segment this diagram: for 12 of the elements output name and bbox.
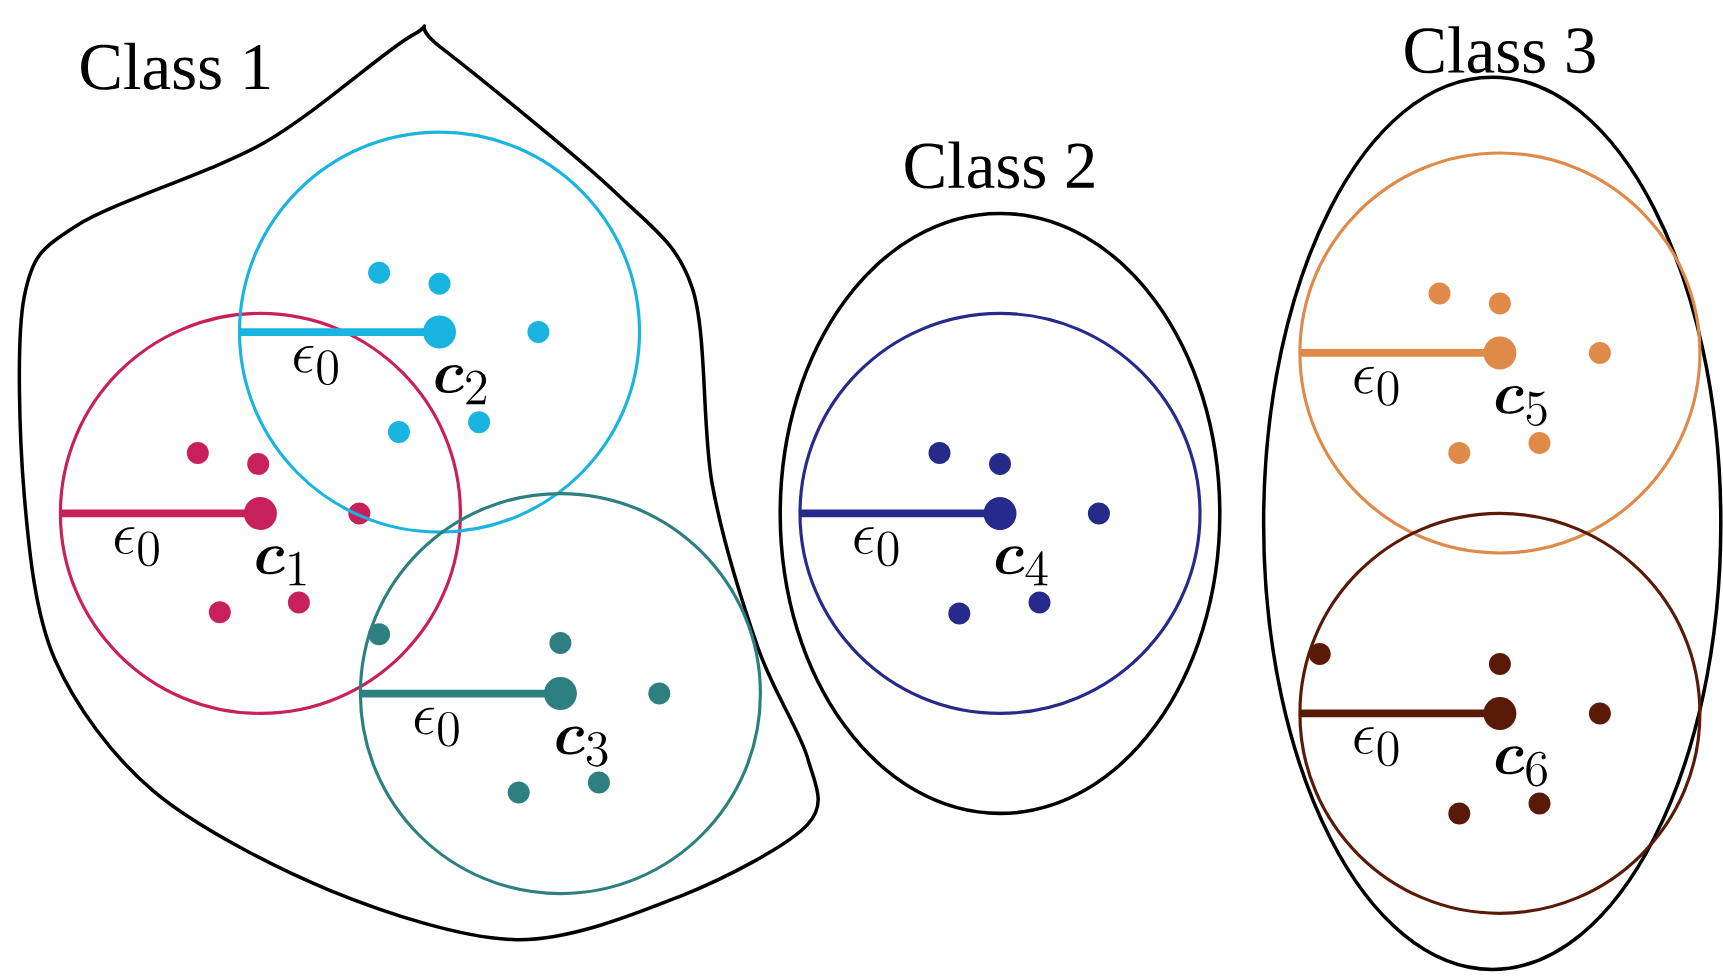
radius-label: $\epsilon_0$ bbox=[114, 527, 159, 567]
center-label: $\boldsymbol{c}_2$ bbox=[435, 365, 487, 405]
radius-label: $\epsilon_0$ bbox=[294, 346, 338, 385]
radius-label: $\epsilon_0$ bbox=[414, 707, 459, 747]
radius-label: $\epsilon_0$ bbox=[1354, 727, 1399, 767]
center-label: $\boldsymbol{c}_3$ bbox=[556, 726, 608, 767]
center-label: $\boldsymbol{c}_1$ bbox=[256, 546, 306, 586]
radius-label: $\epsilon_0$ bbox=[1354, 366, 1399, 406]
center-label: $\boldsymbol{c}_5$ bbox=[1495, 385, 1547, 427]
center-label: $\boldsymbol{c}_6$ bbox=[1495, 746, 1547, 787]
center-label: $\boldsymbol{c}_4$ bbox=[995, 546, 1048, 586]
radius-label: $\epsilon_0$ bbox=[854, 527, 899, 567]
